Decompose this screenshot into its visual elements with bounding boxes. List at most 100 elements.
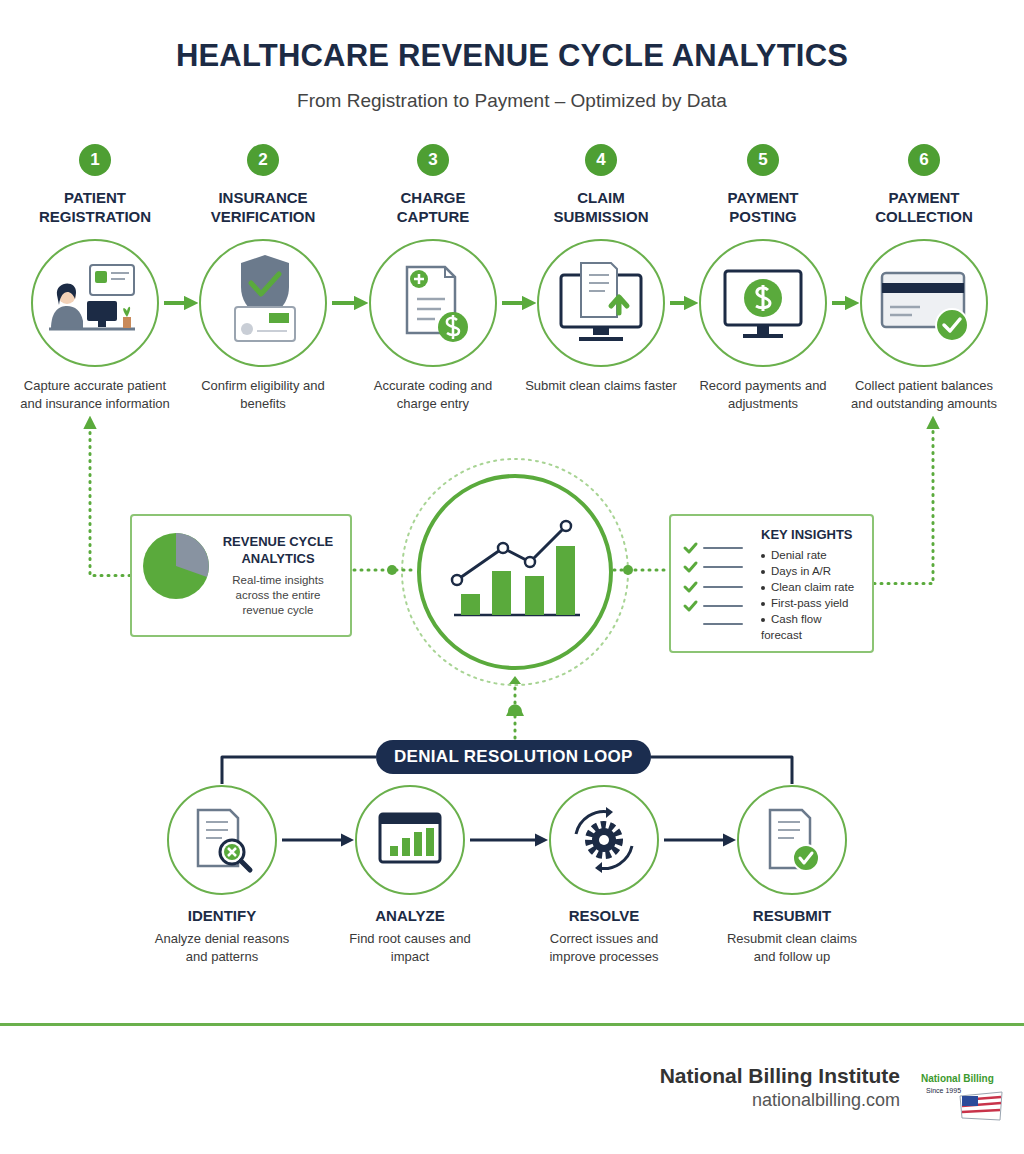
step-description: Confirm eligibility and benefits [186, 377, 340, 413]
process-step: 5PAYMENT POSTING Record payments and adju… [683, 144, 843, 413]
process-step: 1PATIENT REGISTRATION Capture accurate pa… [15, 144, 175, 413]
connector [332, 301, 364, 305]
identify-icon [198, 810, 250, 870]
step-circle [31, 239, 159, 367]
subtitle: From Registration to Payment – Optimized… [0, 90, 1024, 112]
box-heading: REVENUE CYCLE ANALYTICS [214, 533, 342, 567]
resubmit-icon [770, 810, 819, 871]
step-description: Capture accurate patient and insurance i… [18, 377, 172, 413]
connector [651, 757, 792, 784]
submission-icon [561, 263, 641, 341]
banner-text: DENIAL RESOLUTION LOOP [394, 747, 633, 766]
footer-brand: National Billing Institute [660, 1064, 900, 1088]
connector [502, 301, 532, 305]
process-step: 4CLAIM SUBMISSION Submit clean claims fas… [521, 144, 681, 395]
connector [470, 839, 544, 842]
insight-row: First-pass yield [761, 595, 864, 611]
diagram-title: HEALTHCARE REVENUE CYCLE ANALYTICS [0, 38, 1024, 74]
box-description: Real-time insights across the entire rev… [214, 573, 342, 618]
connector [282, 839, 350, 842]
insight-item: Cash flow forecast [761, 613, 822, 641]
insights-box: KEY INSIGHTS Denial rateDays in A/R Clean … [669, 514, 874, 653]
logo-text: National Billing [921, 1073, 994, 1084]
analytics-hub [402, 459, 628, 685]
step-circle [537, 239, 665, 367]
registration-icon [49, 265, 135, 329]
step-number: 5 [747, 144, 779, 176]
process-step: 3CHARGE CAPTUREAccurate coding and charg… [353, 144, 513, 413]
step-description: Submit clean claims faster [524, 377, 678, 395]
process-step: 2INSURANCE VERIFICATION Confirm eligibili… [183, 144, 343, 413]
loop-circle [355, 785, 465, 895]
connector [164, 301, 194, 305]
step-heading: CLAIM SUBMISSION [533, 188, 669, 226]
process-step: 6PAYMENT COLLECTION Collect patient balan… [844, 144, 1004, 413]
step-number: 6 [908, 144, 940, 176]
bullet [761, 602, 765, 606]
insights-heading: KEY INSIGHTS [761, 526, 864, 543]
step-heading: PAYMENT POSTING [695, 188, 831, 226]
step-circle [199, 239, 327, 367]
loop-banner: DENIAL RESOLUTION LOOP [376, 740, 651, 774]
insight-row: Clean claim rate [761, 579, 864, 595]
insight-item: First-pass yield [771, 597, 848, 609]
loop-step: ANALYZE Find root causes and impact [325, 785, 495, 966]
analytics-box: REVENUE CYCLE ANALYTICS Real-time insight… [130, 514, 352, 637]
step-description: Record payments and adjustments [686, 377, 840, 413]
checklist-icon [685, 544, 742, 624]
loop-description: Find root causes and impact [335, 930, 485, 966]
insight-row: Days in A/R [761, 563, 864, 579]
step-circle [369, 239, 497, 367]
step-circle [699, 239, 827, 367]
insight-row: Cash flow forecast [761, 611, 864, 643]
loop-description: Resubmit clean claims and follow up [717, 930, 867, 966]
loop-step: RESUBMIT Resubmit clean claims and follow… [707, 785, 877, 966]
loop-heading: ANALYZE [325, 907, 495, 925]
loop-circle [737, 785, 847, 895]
connector [832, 301, 855, 305]
loop-circle [167, 785, 277, 895]
step-circle [860, 239, 988, 367]
loop-heading: RESOLVE [519, 907, 689, 925]
step-heading: PATIENT REGISTRATION [27, 188, 163, 226]
loop-step: RESOLVE Correct issues and improve proces… [519, 785, 689, 966]
connector [222, 757, 376, 784]
footer-url: nationalbilling.com [752, 1090, 900, 1111]
insight-row: Denial rate [761, 547, 864, 563]
step-number: 4 [585, 144, 617, 176]
insight-item: Denial rate [771, 549, 827, 561]
logo-flag [960, 1092, 1002, 1120]
step-number: 3 [417, 144, 449, 176]
loop-step: IDENTIFY Analyze denial reasons and patte… [137, 785, 307, 966]
step-heading: INSURANCE VERIFICATION [195, 188, 331, 226]
connector [90, 421, 130, 576]
step-description: Collect patient balances and outstanding… [847, 377, 1001, 413]
bullet [761, 586, 765, 590]
loop-heading: RESUBMIT [707, 907, 877, 925]
charge-icon [407, 267, 468, 342]
step-heading: PAYMENT COLLECTION [856, 188, 992, 226]
connector [670, 301, 694, 305]
bullet [761, 554, 765, 558]
loop-description: Correct issues and improve processes [529, 930, 679, 966]
insight-item: Days in A/R [771, 565, 831, 577]
hub-links [354, 565, 667, 738]
collection-icon [882, 273, 968, 341]
connector [874, 421, 933, 584]
logo-since: Since 1995 [926, 1087, 961, 1094]
step-number: 1 [79, 144, 111, 176]
step-number: 2 [247, 144, 279, 176]
bullet [761, 618, 765, 622]
resolve-icon [576, 807, 632, 873]
footer-rule [0, 1023, 1024, 1026]
loop-description: Analyze denial reasons and patterns [147, 930, 297, 966]
verification-icon [235, 255, 295, 341]
step-description: Accurate coding and charge entry [356, 377, 510, 413]
posting-icon [725, 271, 801, 338]
analyze-icon [380, 814, 440, 862]
loop-heading: IDENTIFY [137, 907, 307, 925]
bullet [761, 570, 765, 574]
insight-item: Clean claim rate [771, 581, 854, 593]
